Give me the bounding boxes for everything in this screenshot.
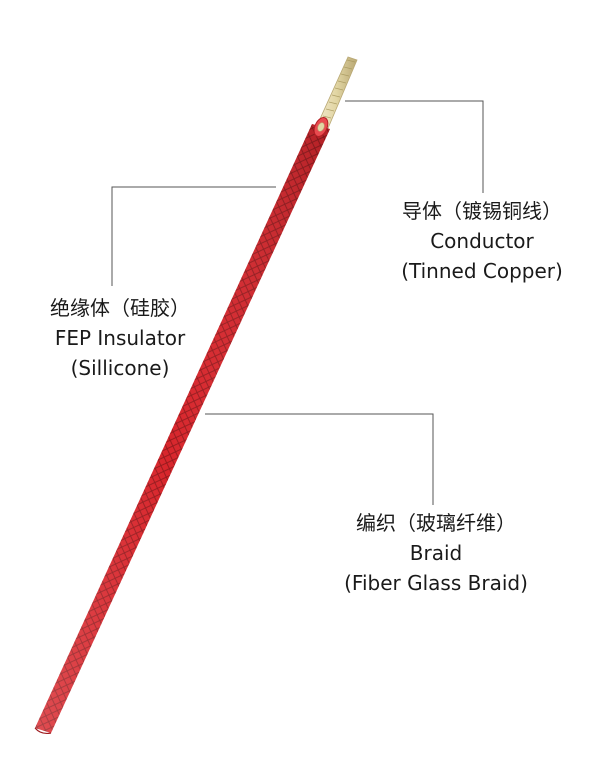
conductor-leader-line <box>345 100 484 193</box>
conductor-label-detail: (Tinned Copper) <box>401 259 563 283</box>
braid-label-chinese: 编织（玻璃纤维） <box>356 511 516 535</box>
conductor-label-chinese: 导体（镀锡铜线） <box>402 199 562 223</box>
insulator-label-english: FEP Insulator <box>54 326 186 350</box>
insulator-label-chinese: 绝缘体（硅胶） <box>50 296 190 320</box>
cable-cut-end <box>313 117 329 137</box>
braid-leader-line <box>205 413 434 505</box>
insulator-label: 绝缘体（硅胶） FEP Insulator (Sillicone) <box>20 293 220 383</box>
braid-label-english: Braid <box>409 541 463 565</box>
braid-label-detail: (Fiber Glass Braid) <box>344 571 528 595</box>
braided-cable <box>34 124 330 735</box>
insulator-label-detail: (Sillicone) <box>70 356 170 380</box>
conductor-label-english: Conductor <box>430 229 534 253</box>
braid-label: 编织（玻璃纤维） Braid (Fiber Glass Braid) <box>326 508 546 598</box>
insulator-leader-line <box>111 186 276 286</box>
conductor-label: 导体（镀锡铜线） Conductor (Tinned Copper) <box>382 196 582 286</box>
